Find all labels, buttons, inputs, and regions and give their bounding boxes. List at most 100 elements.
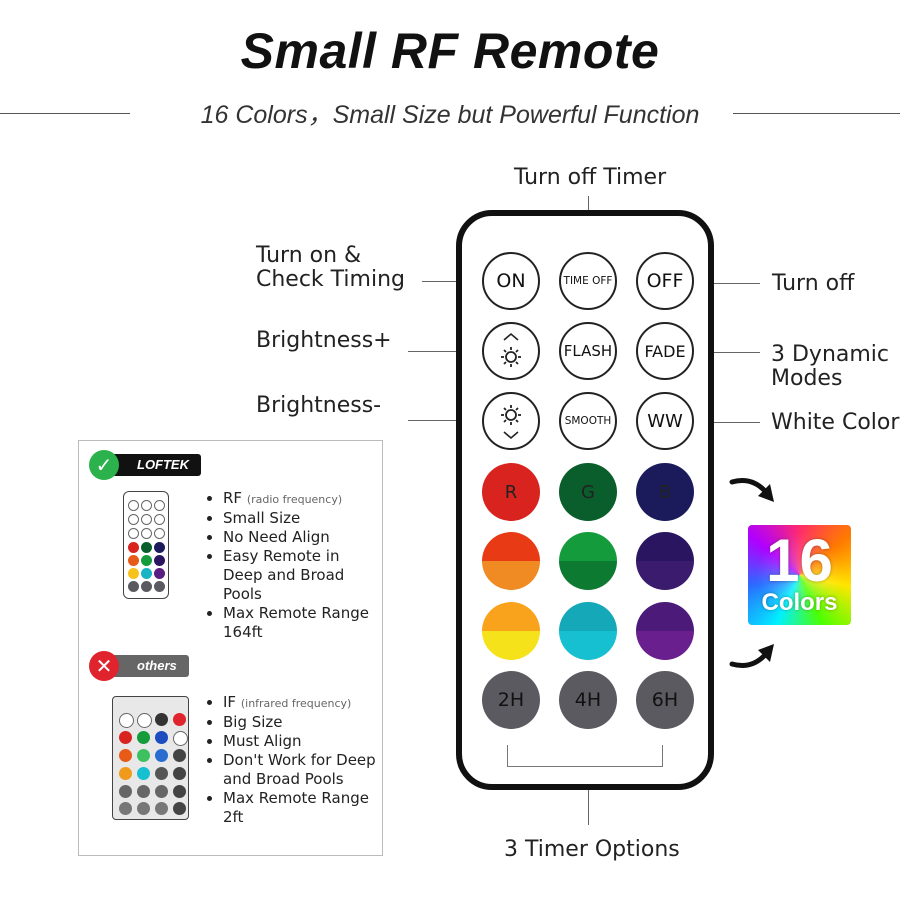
smooth-button[interactable]: SMOOTH [559, 392, 617, 450]
rf-remote: ON TIME OFF OFF FLASH FADE [456, 210, 714, 790]
fade-button[interactable]: FADE [636, 322, 694, 380]
others-features: IF (infrared frequency) Big Size Must Al… [207, 693, 382, 827]
callout-turn-off-timer: Turn off Timer [514, 165, 667, 190]
timer-bracket [507, 745, 663, 767]
ir-key [173, 749, 186, 762]
timer-4h-label: 4H [574, 689, 602, 711]
mini-key [154, 581, 165, 592]
green-button[interactable]: G [559, 463, 617, 521]
brightness-up-icon [501, 332, 521, 367]
yellow-color-button[interactable] [482, 602, 540, 660]
mini-key [128, 500, 139, 511]
sixteen-colors-badge: 16 Colors [748, 525, 851, 625]
others-badge: others [99, 655, 189, 677]
ir-key [119, 767, 132, 780]
mini-key [154, 542, 165, 553]
purple-color-button[interactable] [636, 602, 694, 660]
callout-turn-on-line1: Turn on & [256, 243, 362, 268]
callout-brightness-plus: Brightness+ [256, 328, 392, 353]
mini-key [141, 514, 152, 525]
ir-key [137, 713, 152, 728]
ir-key [137, 785, 150, 798]
mini-key [141, 581, 152, 592]
arrow-up-icon [729, 644, 774, 669]
violet-color-button[interactable] [636, 532, 694, 590]
cyan-color-button[interactable] [559, 602, 617, 660]
loftek-type: RF [223, 489, 243, 507]
ir-key [155, 802, 168, 815]
mini-key [154, 555, 165, 566]
leader-timer-options [588, 767, 589, 825]
others-type-note: (infrared frequency) [240, 697, 352, 710]
callout-turn-off: Turn off [772, 271, 855, 296]
list-item: RF (radio frequency) [223, 489, 382, 509]
flash-label: FLASH [563, 342, 613, 360]
ir-key [173, 802, 186, 815]
mini-key [128, 542, 139, 553]
time-off-button[interactable]: TIME OFF [559, 252, 617, 310]
list-item: No Need Align [223, 528, 382, 547]
blue-label: B [658, 481, 672, 503]
list-item: Easy Remote in Deep and Broad Pools [223, 547, 382, 604]
ir-key [173, 767, 186, 780]
others-type: IF [223, 693, 237, 711]
off-button[interactable]: OFF [636, 252, 694, 310]
loftek-features: RF (radio frequency) Small Size No Need … [207, 489, 382, 642]
loftek-type-note: (radio frequency) [246, 493, 343, 506]
arrow-down-icon [729, 477, 774, 502]
ir-key [155, 767, 168, 780]
blue-button[interactable]: B [636, 463, 694, 521]
callout-white-color: White Color [771, 410, 900, 435]
smooth-label: SMOOTH [564, 415, 612, 427]
off-label: OFF [646, 270, 684, 292]
colors-count: 16 [766, 527, 833, 594]
ww-button[interactable]: WW [636, 392, 694, 450]
timer-2h-button[interactable]: 2H [482, 671, 540, 729]
callout-timer-options: 3 Timer Options [504, 837, 680, 862]
list-item: Must Align [223, 732, 382, 751]
mini-key [154, 514, 165, 525]
on-button[interactable]: ON [482, 252, 540, 310]
ir-key [137, 731, 150, 744]
ir-key [119, 785, 132, 798]
list-item: Big Size [223, 713, 382, 732]
brightness-down-button[interactable] [482, 392, 540, 450]
brightness-up-button[interactable] [482, 322, 540, 380]
time-off-label: TIME OFF [563, 275, 613, 287]
mini-key [128, 514, 139, 525]
ir-key [137, 767, 150, 780]
mini-key [154, 500, 165, 511]
ir-key [173, 713, 186, 726]
ir-key [137, 802, 150, 815]
green-label: G [581, 481, 595, 503]
list-item: Small Size [223, 509, 382, 528]
mini-key [141, 555, 152, 566]
red-button[interactable]: R [482, 463, 540, 521]
list-item: IF (infrared frequency) [223, 693, 382, 713]
mini-key [128, 528, 139, 539]
list-item: Max Remote Range 164ft [223, 604, 382, 642]
mini-key [128, 555, 139, 566]
list-item: Max Remote Range 2ft [223, 789, 382, 827]
ww-label: WW [647, 410, 683, 432]
ir-key [173, 731, 188, 746]
colors-label: Colors [761, 589, 838, 616]
ir-key [119, 713, 134, 728]
orange-color-button[interactable] [482, 532, 540, 590]
ir-key [155, 713, 168, 726]
mini-key [128, 568, 139, 579]
ir-key [119, 749, 132, 762]
ir-remote [112, 696, 189, 820]
timer-6h-button[interactable]: 6H [636, 671, 694, 729]
fade-label: FADE [644, 341, 686, 361]
light-green-color-button[interactable] [559, 532, 617, 590]
mini-key [141, 500, 152, 511]
timer-4h-button[interactable]: 4H [559, 671, 617, 729]
check-icon: ✓ [89, 450, 119, 480]
ir-key [137, 749, 150, 762]
mini-key [141, 528, 152, 539]
red-label: R [504, 481, 518, 503]
flash-button[interactable]: FLASH [559, 322, 617, 380]
page-title: Small RF Remote [240, 23, 660, 79]
ir-key [155, 731, 168, 744]
